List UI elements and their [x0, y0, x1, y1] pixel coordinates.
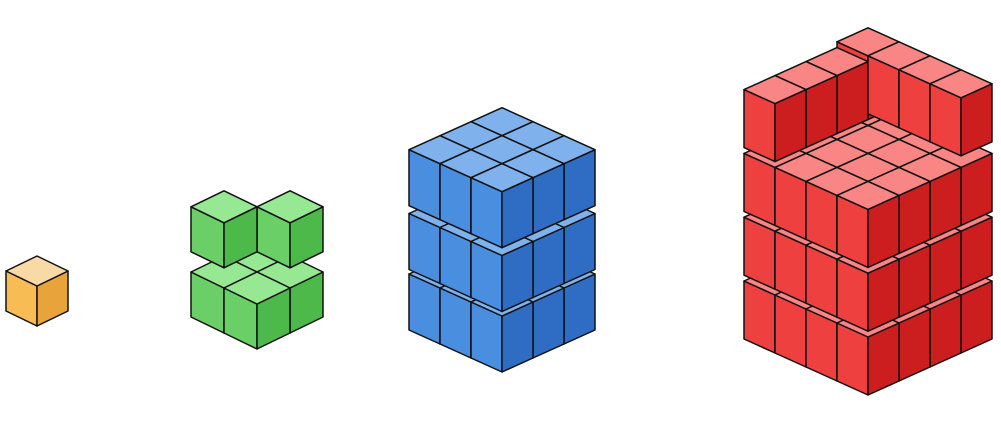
red-cube	[744, 76, 806, 162]
green-cube	[191, 191, 257, 268]
blue-cube-stack	[409, 108, 595, 372]
red-cube-stack	[744, 28, 992, 395]
single-cube	[6, 256, 68, 326]
green-cube	[224, 272, 290, 349]
single-cube-figure	[6, 256, 68, 326]
red-cube	[837, 181, 899, 267]
green-cube-stack	[191, 191, 323, 349]
green-cube	[257, 191, 323, 268]
blue-cube	[471, 164, 533, 248]
red-cube	[930, 70, 992, 156]
